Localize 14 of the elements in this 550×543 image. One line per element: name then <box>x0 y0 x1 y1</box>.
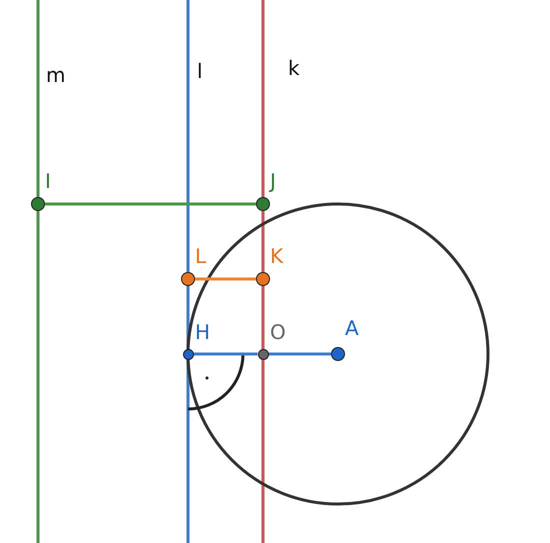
line-label: k <box>288 57 300 79</box>
line-segment <box>45 202 256 206</box>
point-label: O <box>270 321 286 343</box>
point-label: H <box>195 321 210 343</box>
point-label: A <box>345 317 359 339</box>
line-label: m <box>46 64 66 86</box>
line-segment <box>195 278 256 280</box>
point-label: K <box>270 245 284 267</box>
line-segment <box>268 352 331 356</box>
point-label: J <box>270 170 276 192</box>
line-segment <box>194 352 258 356</box>
point-label: L <box>195 245 206 267</box>
line-label: l <box>197 60 203 82</box>
point-label: I <box>45 170 51 192</box>
